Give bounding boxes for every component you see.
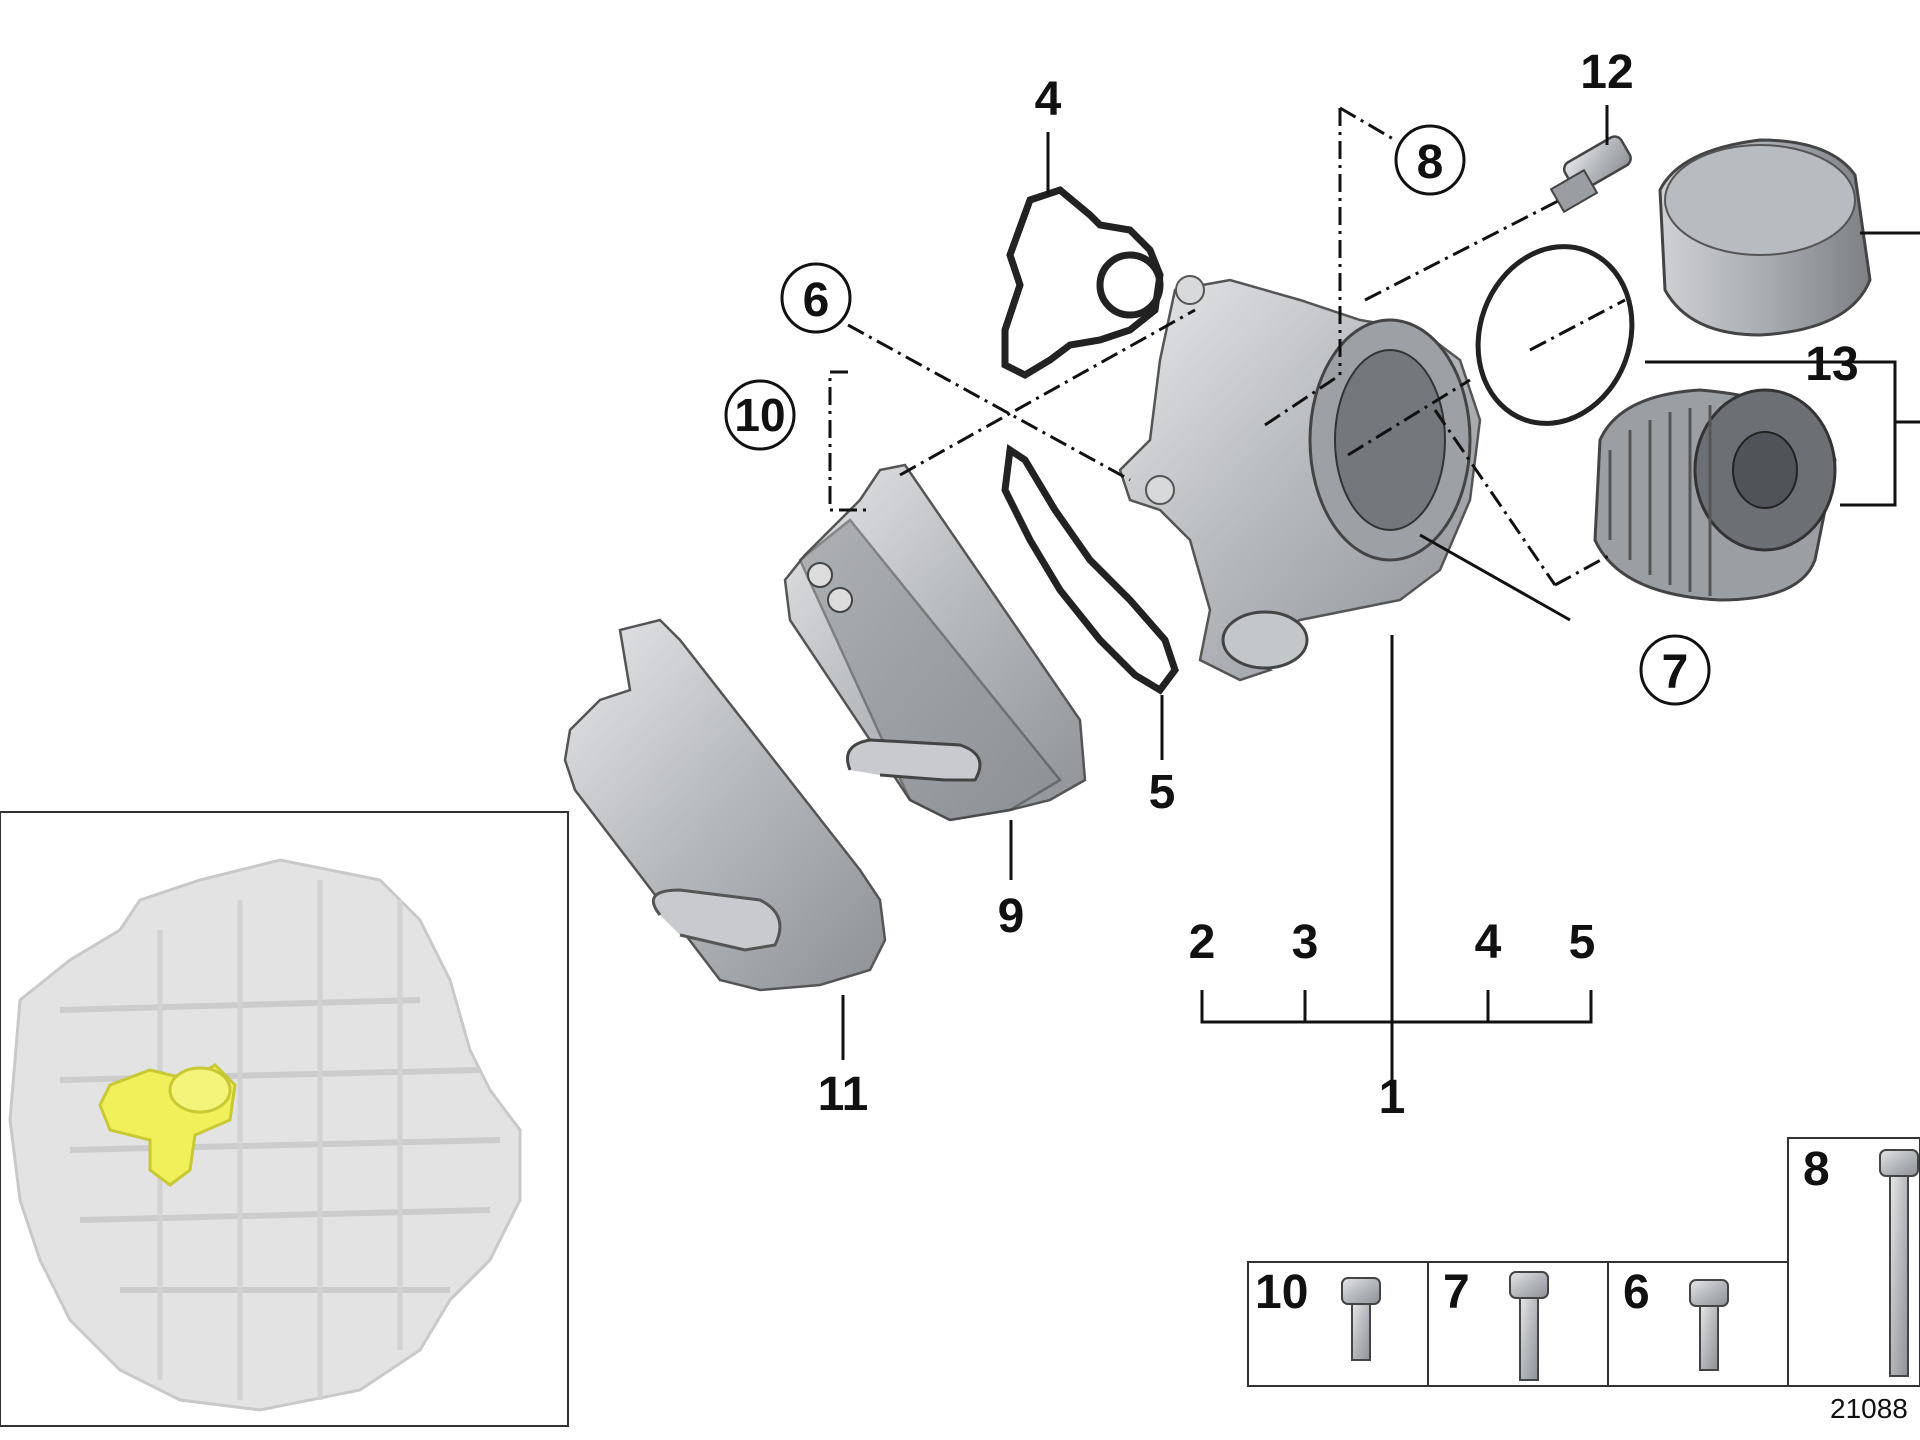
diagram-number: 21088 [1830, 1393, 1908, 1424]
bolt-7-icon [1509, 1271, 1549, 1381]
engine-location-inset [0, 811, 569, 1427]
callout-8: 8 [1417, 136, 1444, 189]
callout-4-group: 4 [1475, 916, 1502, 969]
callout-2: 2 [1189, 916, 1216, 969]
callout-1: 1 [1379, 1071, 1406, 1124]
callout-7: 7 [1662, 646, 1689, 699]
gasket-ring-part-4 [1096, 251, 1164, 319]
cooler-cover-part-11 [563, 618, 887, 992]
callout-6: 6 [803, 274, 830, 327]
oil-cooler-part-9 [783, 463, 1087, 822]
sensor-part-12 [1549, 135, 1632, 214]
callout-13: 13 [1805, 338, 1858, 391]
o-ring-part-13 [1475, 244, 1635, 426]
callout-5-group: 5 [1569, 916, 1596, 969]
callout-4: 4 [1035, 73, 1062, 126]
callout-3: 3 [1292, 916, 1319, 969]
callout-labels: 4 12 5 9 11 1 2 3 4 5 13 6 10 8 7 [724, 46, 1859, 1124]
callout-5: 5 [1149, 766, 1176, 819]
bolt-label-7: 7 [1443, 1266, 1470, 1319]
bolt-8-icon [1879, 1149, 1919, 1377]
gasket-part-5 [1001, 443, 1179, 695]
bolt-label-10: 10 [1255, 1266, 1308, 1319]
bolt-label-8: 8 [1803, 1143, 1830, 1196]
callout-9: 9 [998, 890, 1025, 943]
filter-cap-part-13 [1658, 138, 1872, 337]
bolt-label-6: 6 [1623, 1266, 1650, 1319]
leader-lines [841, 105, 1920, 1085]
highlighted-oil-filter-module [98, 1063, 237, 1187]
callout-10: 10 [734, 389, 785, 441]
bolt-10-icon [1341, 1277, 1381, 1361]
callout-11: 11 [818, 1068, 869, 1121]
dash-dot-lines [828, 106, 1626, 587]
gasket-part-4 [1001, 186, 1164, 379]
bolt-6-icon [1689, 1279, 1729, 1371]
bolt-table: 10 7 6 8 21088 [1247, 1137, 1920, 1424]
oil-filter-housing [1118, 275, 1482, 682]
filter-element-part-13 [1593, 388, 1837, 602]
callout-12: 12 [1580, 46, 1633, 99]
